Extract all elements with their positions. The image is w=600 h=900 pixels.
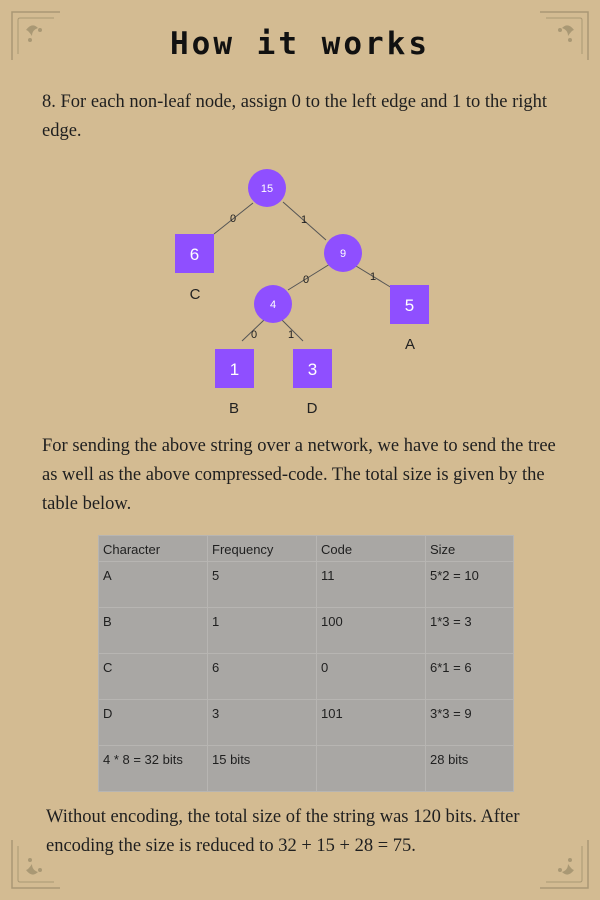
table-cell: 1 <box>207 607 317 654</box>
table-header: Code <box>316 535 426 562</box>
table-row: D 3 101 3*3 = 9 <box>98 699 514 746</box>
node-root-value: 15 <box>261 183 273 195</box>
table-header: Size <box>425 535 514 562</box>
table-cell: 100 <box>316 607 426 654</box>
edge-root-left <box>213 202 254 235</box>
node-9 <box>324 234 362 272</box>
edge-label-n9-left: 0 <box>303 274 309 286</box>
table-row: A 5 11 5*2 = 10 <box>98 561 514 608</box>
network-explanation: For sending the above string over a netw… <box>42 436 556 514</box>
corner-ornament-icon <box>11 11 60 60</box>
leaf-c-value: 6 <box>190 245 199 264</box>
leaf-b-value: 1 <box>230 360 239 379</box>
leaf-b <box>215 349 254 388</box>
leaf-a <box>390 285 429 324</box>
table-cell: 3 <box>207 699 317 746</box>
table-cell: 5 <box>207 561 317 608</box>
corner-ornament-icon <box>11 840 60 889</box>
table-header: Character <box>98 535 208 562</box>
table-cell: 6 <box>207 653 317 700</box>
edge-label-n4-left: 0 <box>251 329 257 341</box>
table-total-row: 4 * 8 = 32 bits 15 bits 28 bits <box>98 745 514 792</box>
table-cell: 4 * 8 = 32 bits <box>98 745 208 792</box>
table-cell: C <box>98 653 208 700</box>
table-cell: 28 bits <box>425 745 514 792</box>
leaf-b-label: B <box>229 400 239 417</box>
table-cell: D <box>98 699 208 746</box>
corner-ornament-icon <box>540 11 589 60</box>
leaf-d-label: D <box>307 400 318 417</box>
table-cell: A <box>98 561 208 608</box>
edge-n9-right <box>355 265 393 289</box>
leaf-c <box>175 234 214 273</box>
table-cell: B <box>98 607 208 654</box>
table-cell: 11 <box>316 561 426 608</box>
node-root <box>248 169 286 207</box>
leaf-d-value: 3 <box>308 360 317 379</box>
edge-label-n4-right: 1 <box>288 329 294 341</box>
table-row: B 1 100 1*3 = 3 <box>98 607 514 654</box>
table-cell: 101 <box>316 699 426 746</box>
table-cell <box>316 745 426 792</box>
node-4-value: 4 <box>270 299 276 311</box>
edge-label-root-right: 1 <box>301 214 307 226</box>
edge-n9-left <box>287 263 331 291</box>
leaf-a-label: A <box>405 336 415 353</box>
step-instruction: 8. For each non-leaf node, assign 0 to t… <box>42 92 548 141</box>
leaf-a-value: 5 <box>405 296 414 315</box>
table-row: C 6 0 6*1 = 6 <box>98 653 514 700</box>
node-4 <box>254 285 292 323</box>
table-cell: 3*3 = 9 <box>425 699 514 746</box>
size-table: Character Frequency Code Size A 5 11 5*2… <box>98 535 514 792</box>
edge-n4-left <box>241 319 265 342</box>
page-title: How it works <box>170 26 430 62</box>
table-cell: 6*1 = 6 <box>425 653 514 700</box>
summary-text: Without encoding, the total size of the … <box>46 807 520 856</box>
table-cell: 15 bits <box>207 745 317 792</box>
leaf-c-label: C <box>190 286 201 303</box>
leaf-d <box>293 349 332 388</box>
table-cell: 0 <box>316 653 426 700</box>
edge-n4-right <box>281 319 304 342</box>
table-header-row: Character Frequency Code Size <box>98 535 514 562</box>
table-header: Frequency <box>207 535 317 562</box>
table-cell: 5*2 = 10 <box>425 561 514 608</box>
corner-ornament-icon <box>540 840 589 889</box>
table-cell: 1*3 = 3 <box>425 607 514 654</box>
node-9-value: 9 <box>340 248 346 260</box>
edge-label-n9-right: 1 <box>370 271 376 283</box>
edge-root-right <box>282 201 327 241</box>
edge-label-root-left: 0 <box>230 213 236 225</box>
